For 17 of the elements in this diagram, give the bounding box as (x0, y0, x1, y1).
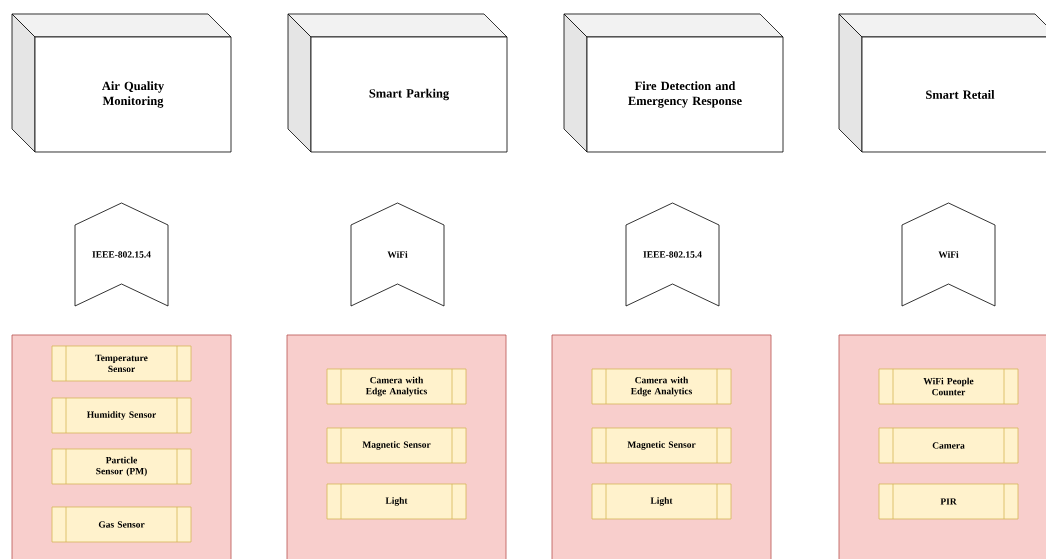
sensor-box: Gas Sensor (51, 506, 192, 543)
sensor-box: WiFi People Counter (878, 368, 1019, 405)
sensor-box: Temperature Sensor (51, 345, 192, 382)
cube-box: Fire Detection and Emergency Response (563, 13, 784, 153)
cube-box: Smart Parking (287, 13, 508, 153)
sensor-box: Magnetic Sensor (326, 427, 467, 464)
sensor-box: Humidity Sensor (51, 397, 192, 434)
sensor-box: Light (326, 483, 467, 520)
cube-box: Smart Retail (838, 13, 1046, 153)
sensor-box: PIR (878, 483, 1019, 520)
sensor-box: Camera with Edge Analytics (326, 368, 467, 405)
sensor-box: Camera (878, 427, 1019, 464)
sensor-box: Particle Sensor (PM) (51, 448, 192, 485)
sensor-box: Light (591, 483, 732, 520)
sensor-box: Camera with Edge Analytics (591, 368, 732, 405)
sensor-box: Magnetic Sensor (591, 427, 732, 464)
cube-box: Air Quality Monitoring (11, 13, 232, 153)
